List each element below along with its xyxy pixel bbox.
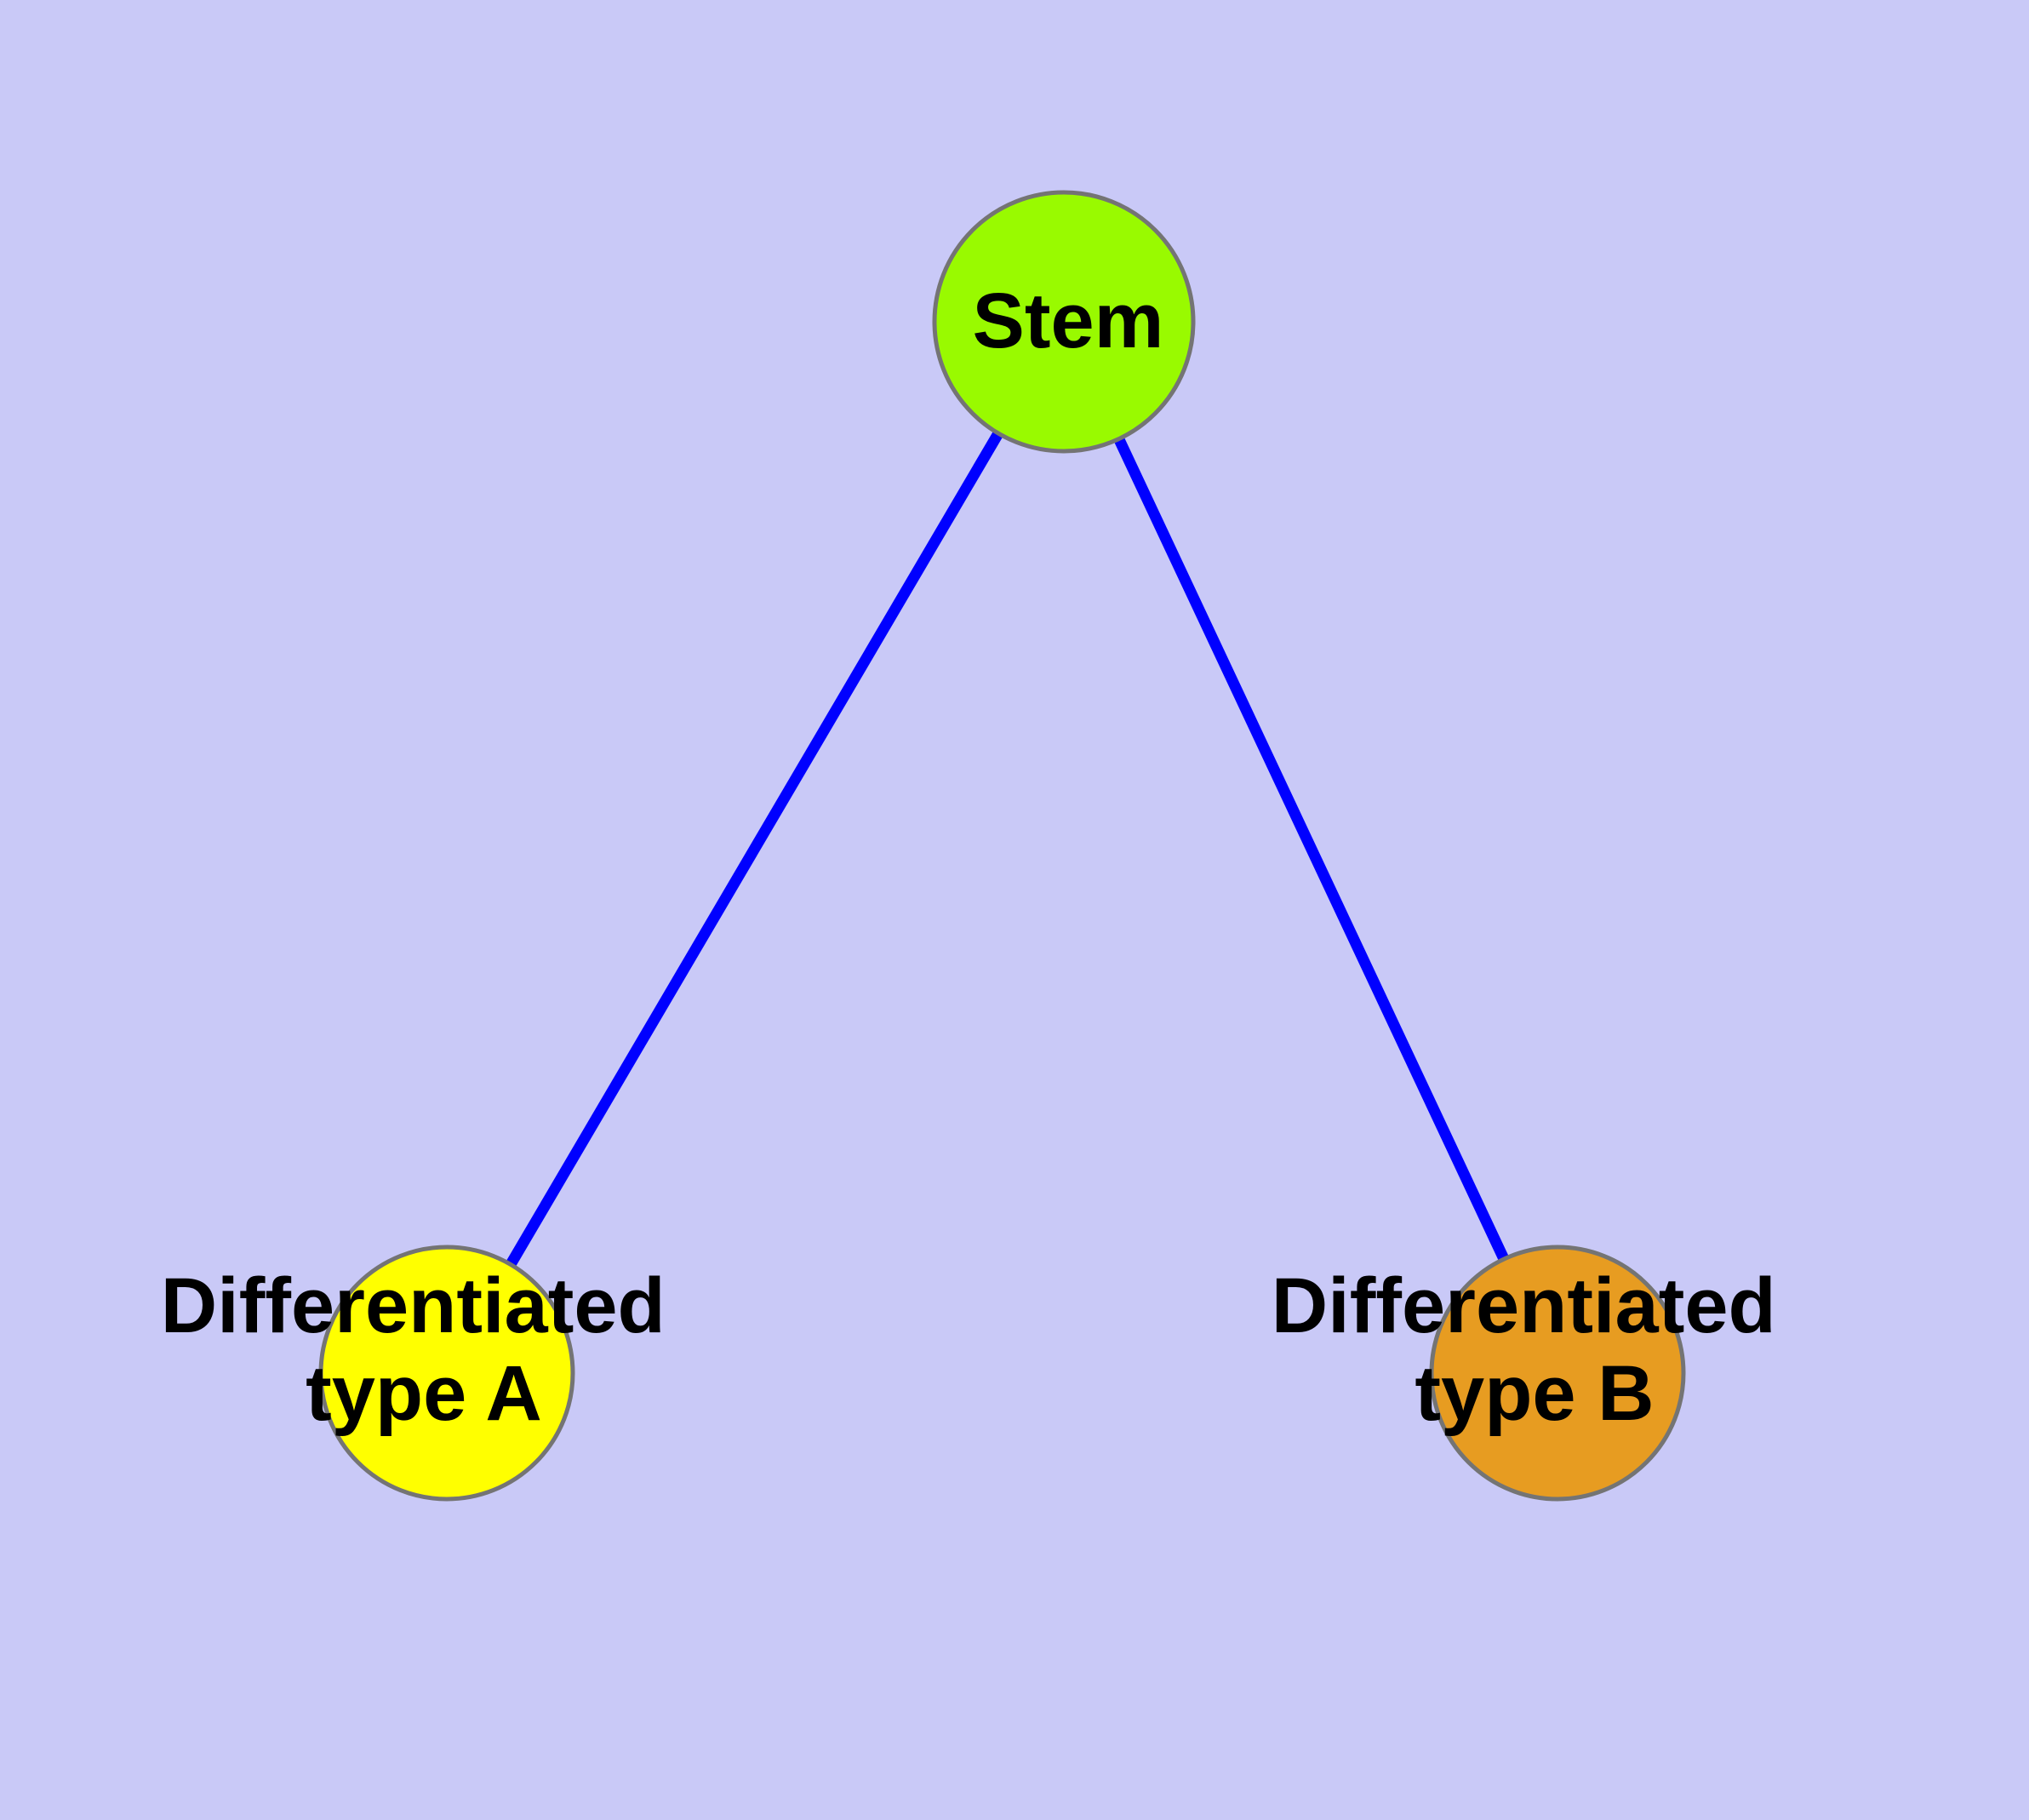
node-differentiated-type-b[interactable] [1429,1245,1686,1502]
node-label-differentiated-type-b-line2: type B [1415,1350,1654,1437]
edge-stem-to-type-b [1059,319,1563,1376]
node-label-differentiated-type-b: Differentiated type B [1272,1262,1798,1437]
node-stem[interactable] [932,190,1196,454]
node-label-differentiated-type-a-line1: Differentiated [161,1262,666,1349]
node-differentiated-type-a[interactable] [318,1245,575,1502]
node-label-differentiated-type-a-line2: type A [306,1350,542,1437]
node-label-differentiated-type-a: Differentiated type A [161,1262,688,1437]
node-label-differentiated-type-b-line1: Differentiated [1272,1262,1776,1349]
node-label-stem: Stem [973,278,1164,364]
edge-stem-to-type-a [442,318,1069,1376]
